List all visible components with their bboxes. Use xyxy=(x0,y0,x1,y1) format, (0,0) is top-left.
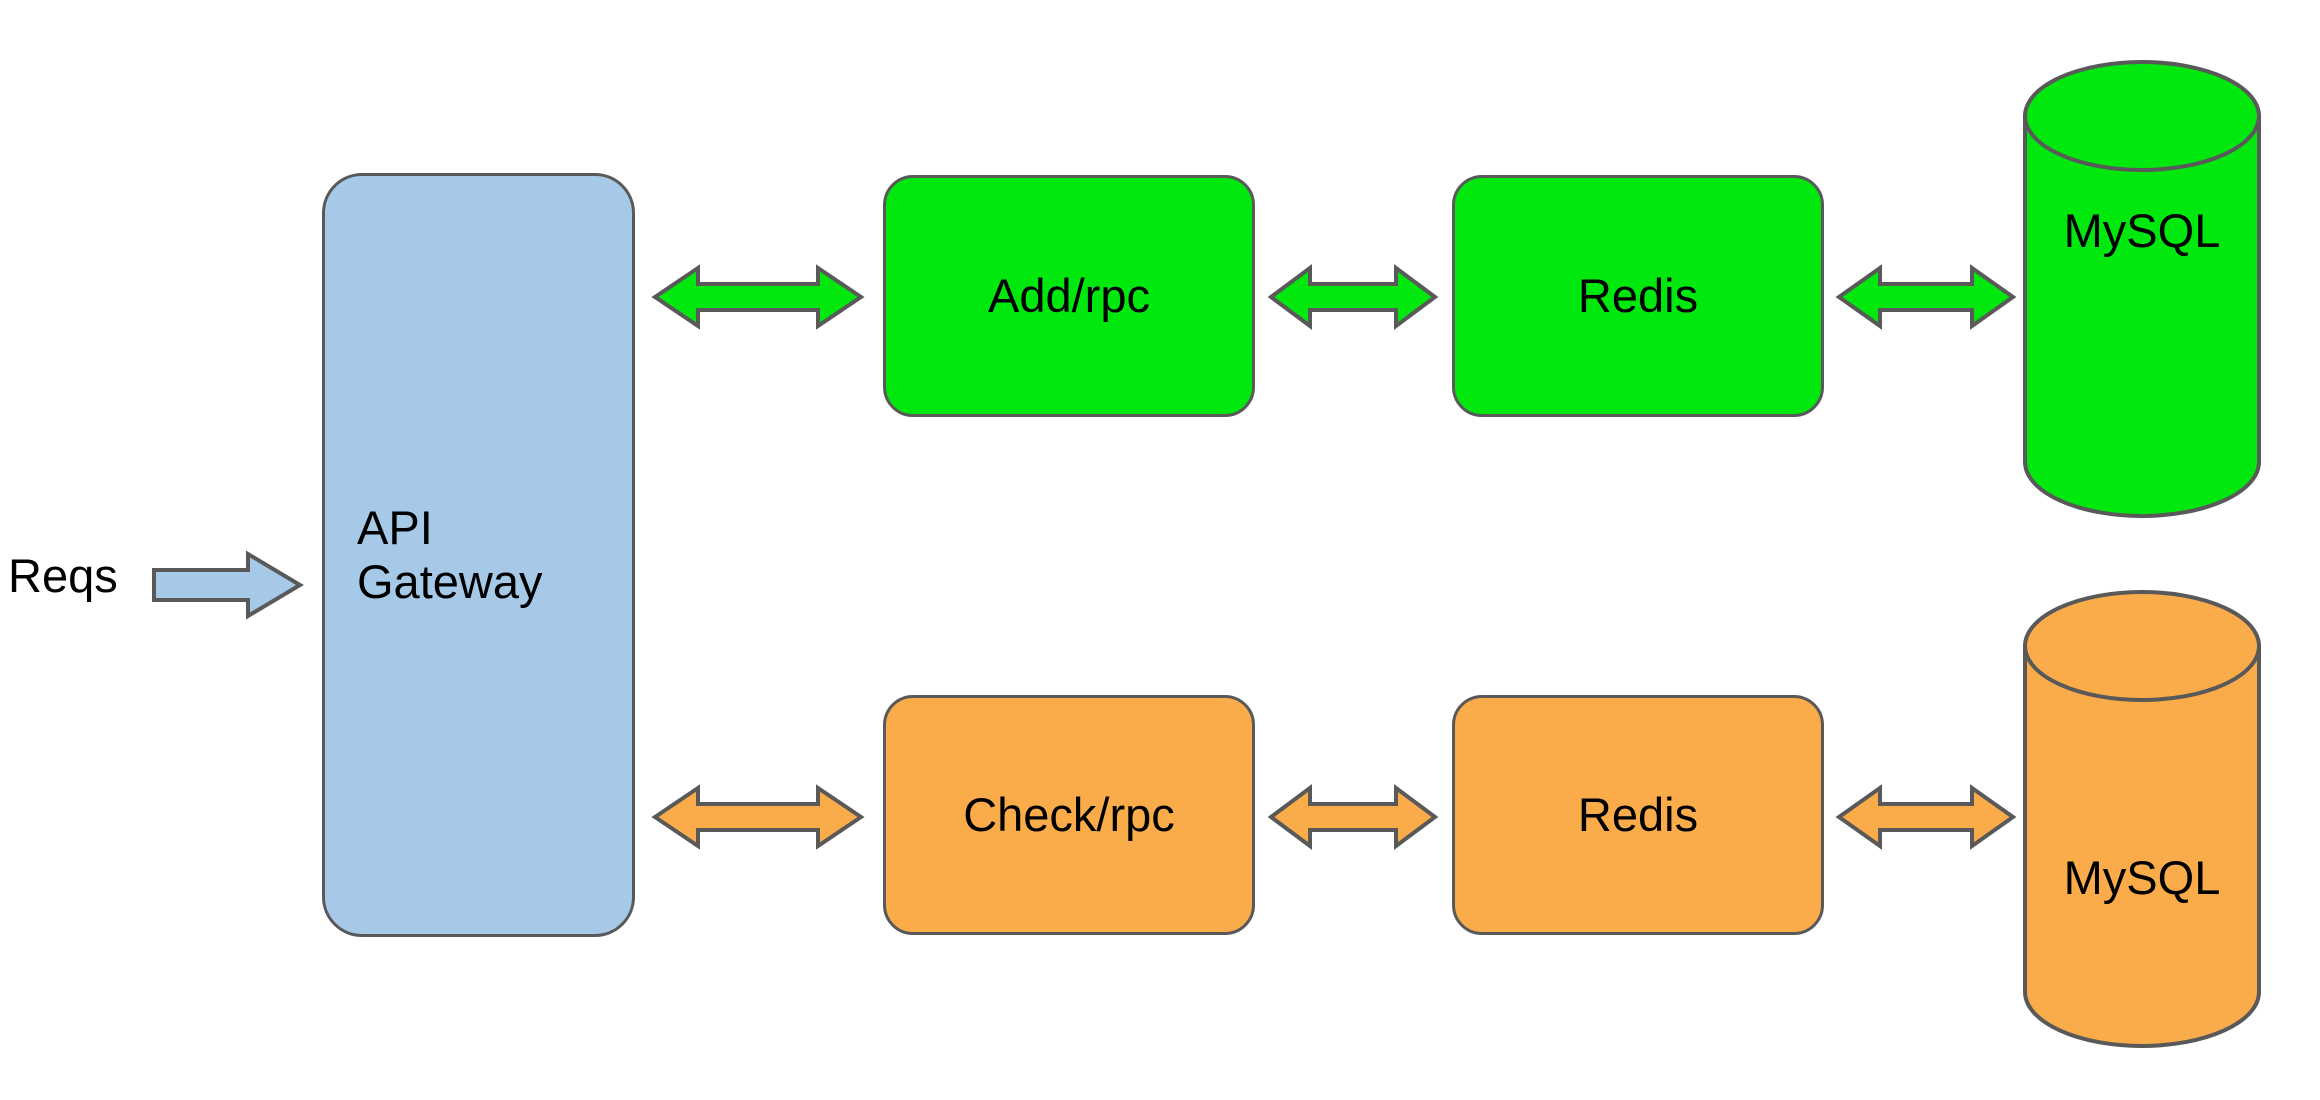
node-check-rpc[interactable]: Check/rpc xyxy=(883,695,1255,935)
node-api-gateway[interactable]: API Gateway xyxy=(322,173,635,937)
reqs-label: Reqs xyxy=(8,549,118,602)
arrow-redis-green-to-mysql-green xyxy=(1835,262,2017,332)
node-redis-orange-label: Redis xyxy=(1577,787,1699,841)
node-check-rpc-label: Check/rpc xyxy=(963,787,1175,841)
arrow-api-gateway-to-add-rpc xyxy=(651,262,865,332)
node-add-rpc[interactable]: Add/rpc xyxy=(883,175,1255,417)
node-redis-orange[interactable]: Redis xyxy=(1452,695,1824,935)
node-api-gateway-label: API Gateway xyxy=(357,500,543,608)
arrow-add-rpc-to-redis-green xyxy=(1267,262,1439,332)
arrow-check-rpc-to-redis-orange xyxy=(1267,782,1439,852)
arrow-redis-orange-to-mysql-orange xyxy=(1835,782,2017,852)
node-mysql-orange[interactable]: MySQL xyxy=(2022,588,2262,1050)
arrow-api-gateway-to-check-rpc xyxy=(651,782,865,852)
node-add-rpc-label: Add/rpc xyxy=(988,268,1150,322)
arrow-reqs-to-api-gateway xyxy=(152,550,304,620)
node-redis-green[interactable]: Redis xyxy=(1452,175,1824,417)
node-mysql-green[interactable]: MySQL xyxy=(2022,58,2262,520)
node-redis-green-label: Redis xyxy=(1577,268,1699,322)
